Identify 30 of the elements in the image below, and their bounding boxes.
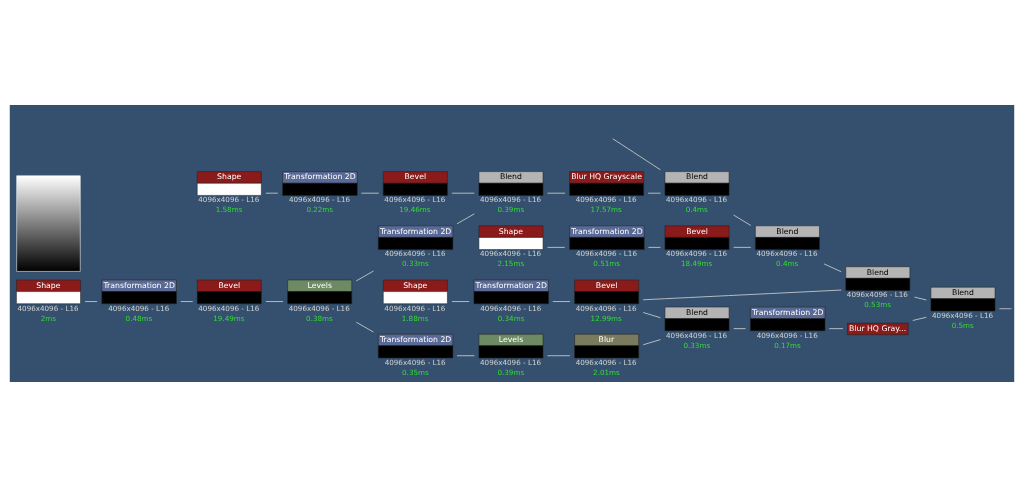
connector	[642, 339, 661, 346]
connector	[451, 192, 475, 194]
connector	[552, 301, 571, 302]
connector	[733, 246, 752, 248]
connector	[912, 316, 927, 321]
connector	[265, 192, 279, 194]
connector	[355, 321, 374, 333]
connector	[456, 355, 475, 357]
connector	[456, 213, 475, 225]
node-picture	[16, 175, 81, 272]
connector	[642, 312, 661, 319]
connector	[647, 246, 661, 248]
connector	[361, 192, 380, 194]
connector	[999, 308, 1012, 310]
connector	[547, 192, 566, 194]
connector	[355, 270, 374, 282]
connector	[733, 214, 752, 226]
connector	[914, 296, 927, 301]
connector	[647, 192, 661, 194]
connector	[828, 328, 844, 330]
connector	[612, 138, 661, 171]
connector	[642, 289, 842, 301]
connector	[547, 355, 571, 357]
connector	[547, 246, 566, 248]
connector	[823, 263, 842, 273]
connector	[84, 301, 98, 302]
connector	[265, 301, 284, 302]
connector	[180, 301, 194, 302]
connector	[733, 328, 746, 330]
connector	[451, 301, 470, 302]
